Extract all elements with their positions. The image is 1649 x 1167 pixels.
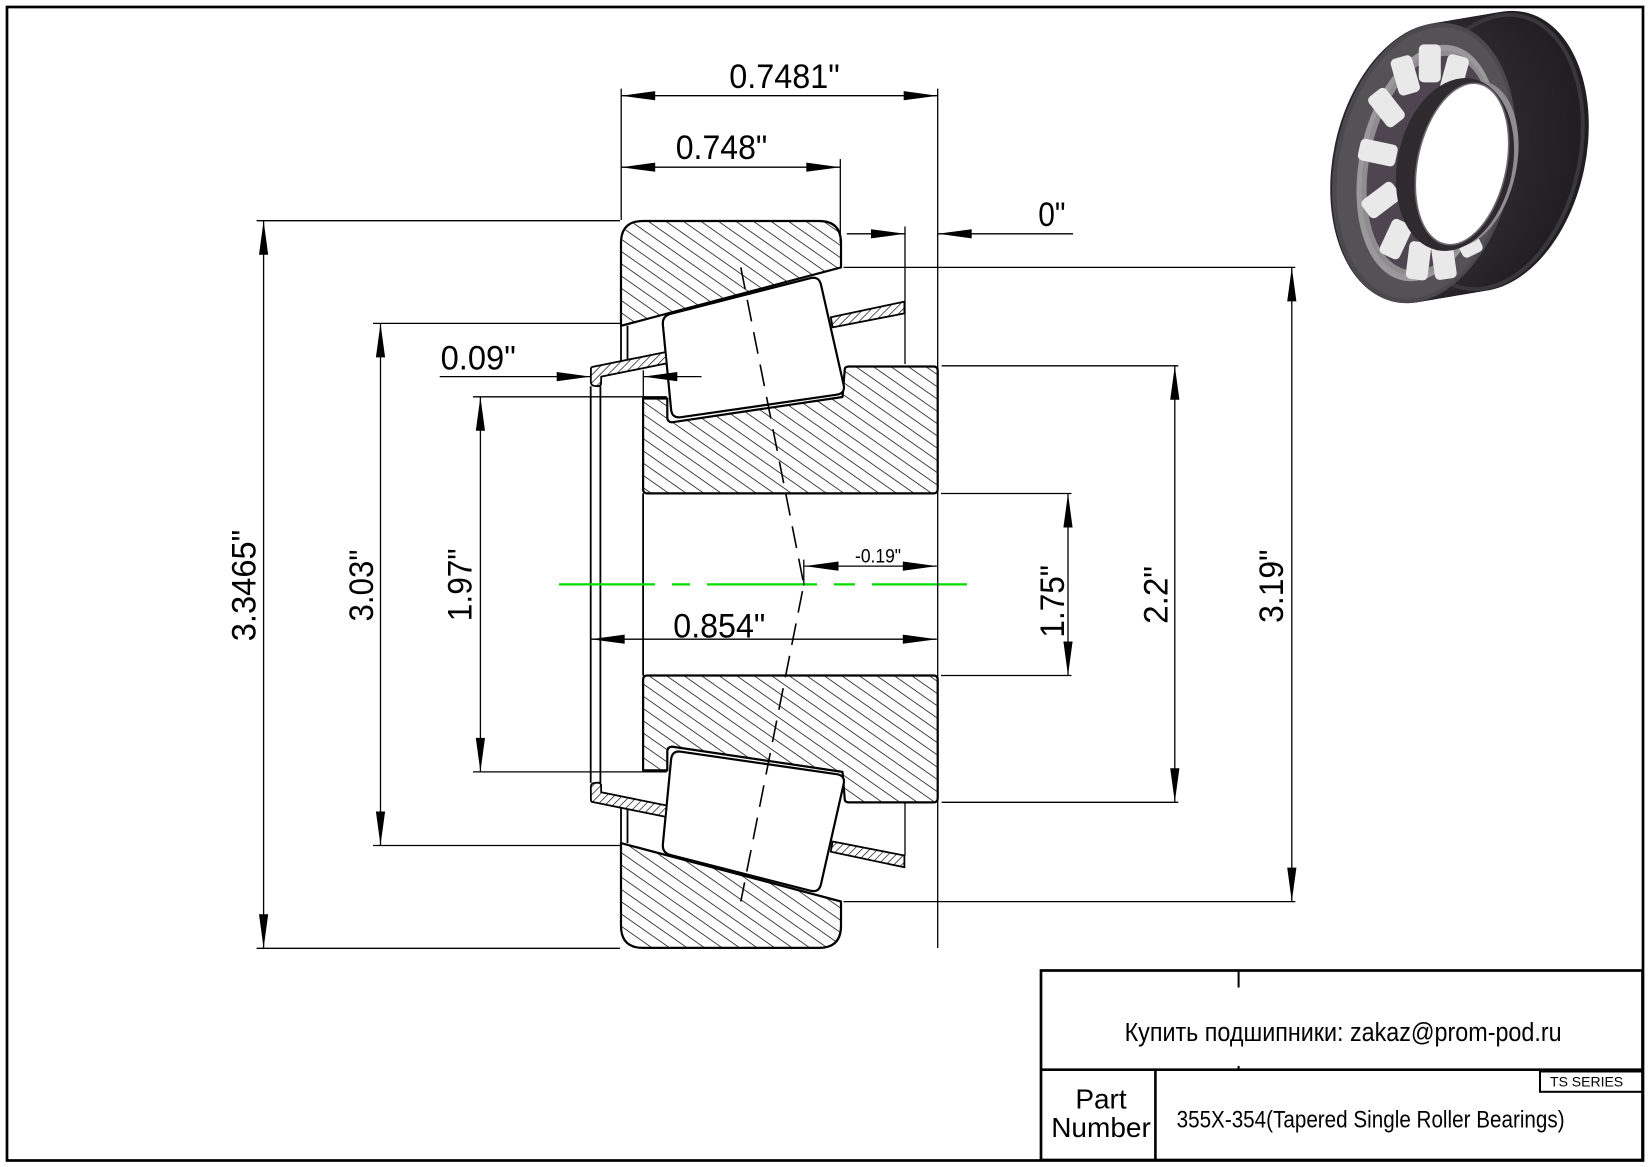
- svg-text:Part: Part: [1075, 1083, 1127, 1114]
- svg-text:0.7481": 0.7481": [729, 58, 840, 96]
- svg-text:0": 0": [1038, 196, 1065, 234]
- svg-text:355X-354(Tapered Single Roller: 355X-354(Tapered Single Roller Bearings): [1177, 1106, 1565, 1133]
- svg-text:0.748": 0.748": [676, 129, 768, 167]
- svg-text:TS SERIES: TS SERIES: [1550, 1074, 1623, 1090]
- svg-text:3.19": 3.19": [1253, 550, 1291, 623]
- svg-text:Купить подшипники: zakaz@prom-: Купить подшипники: zakaz@prom-pod.ru: [1125, 1017, 1562, 1047]
- svg-text:3.3465": 3.3465": [226, 530, 264, 642]
- svg-text:1.97": 1.97": [442, 548, 480, 621]
- svg-text:2.2": 2.2": [1138, 566, 1176, 624]
- svg-text:1.75": 1.75": [1034, 565, 1072, 638]
- svg-text:Number: Number: [1051, 1112, 1151, 1143]
- svg-text:0.854": 0.854": [673, 607, 765, 645]
- svg-text:0.09": 0.09": [441, 340, 516, 378]
- svg-text:-0.19": -0.19": [855, 546, 901, 567]
- svg-text:3.03": 3.03": [343, 550, 381, 622]
